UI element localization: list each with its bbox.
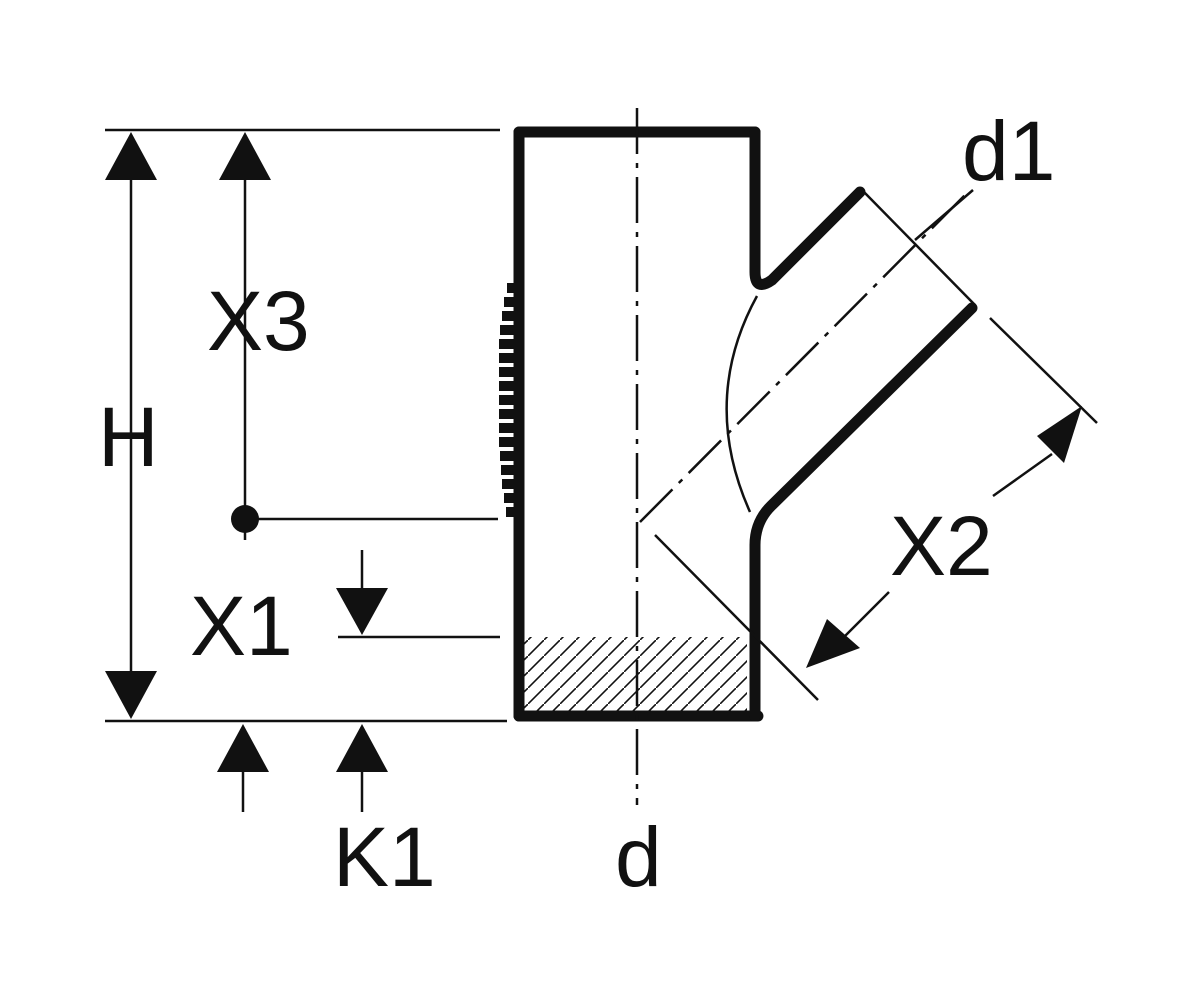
dimension-k1 — [217, 724, 388, 812]
branch-upper-wall — [749, 126, 866, 290]
dimension-x1 — [336, 550, 388, 635]
label-k1: K1 — [333, 810, 436, 904]
label-x2: X2 — [890, 499, 993, 593]
branch-axis-centerline — [639, 189, 971, 523]
seal-ribs — [499, 283, 520, 517]
dimension-h — [105, 132, 157, 719]
reference-point — [231, 505, 259, 533]
x2-extension-upper — [989, 317, 1098, 424]
dimension-x3 — [219, 132, 271, 540]
branch-end-line — [861, 189, 976, 306]
x2-extension-lower — [654, 534, 819, 701]
label-d1: d1 — [962, 104, 1055, 198]
branch-lower-wall — [749, 302, 978, 722]
label-x1: X1 — [190, 579, 293, 673]
label-h: H — [98, 390, 159, 484]
dimension-x2 — [806, 406, 1082, 668]
interior-arc — [725, 295, 759, 513]
fitting-body — [499, 126, 978, 722]
d1-leader-line — [914, 189, 974, 241]
hatched-spigot-area — [522, 637, 747, 719]
label-d: d — [615, 810, 662, 904]
label-x3: X3 — [207, 274, 310, 368]
